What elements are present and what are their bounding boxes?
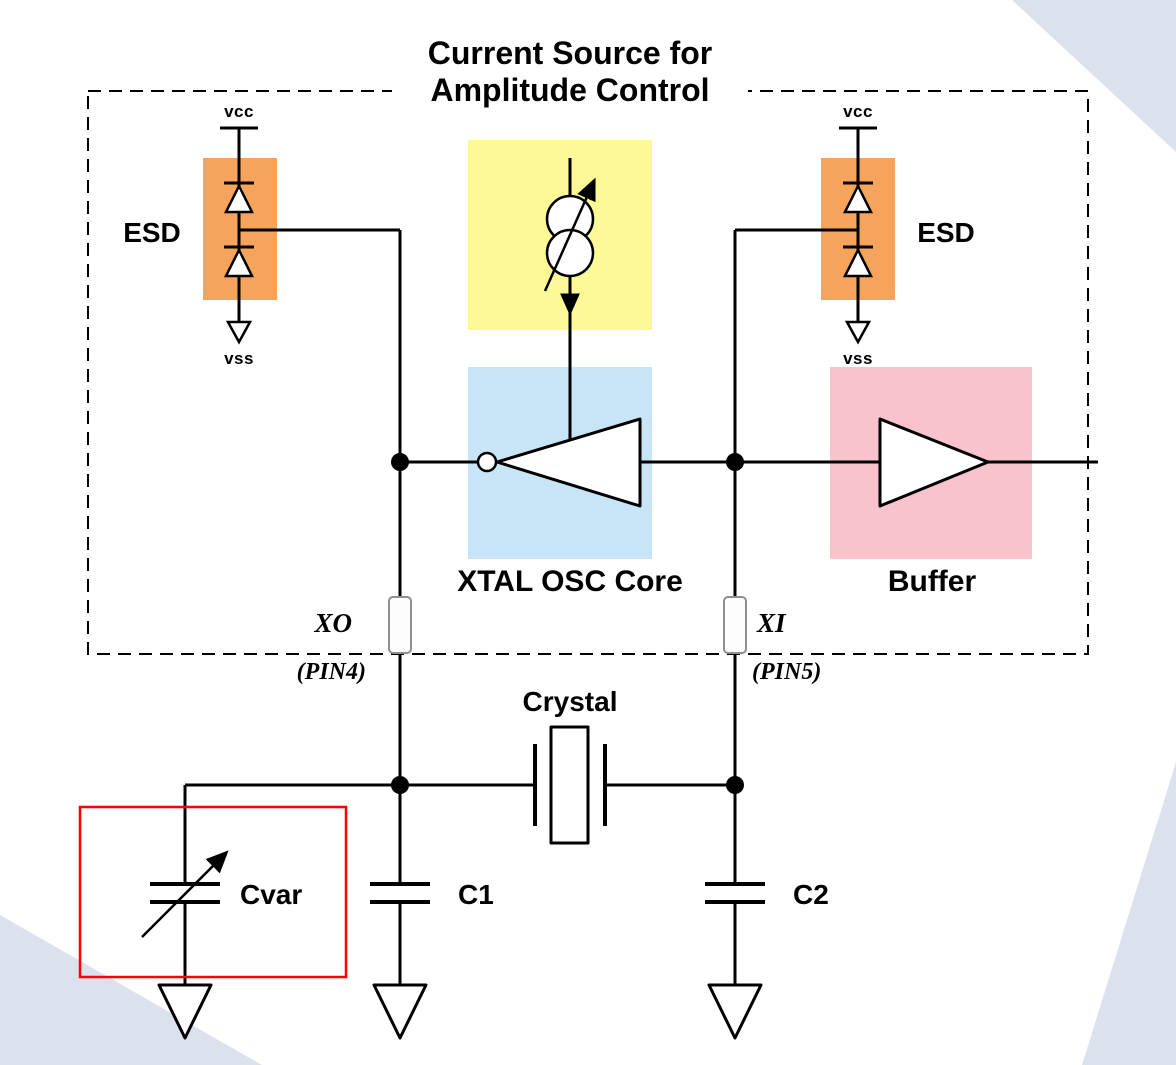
- node-dot: [726, 453, 744, 471]
- current-source-circle: [545, 228, 595, 278]
- inverter-triangle: [495, 417, 642, 508]
- vss-left-label: vss: [224, 349, 254, 368]
- diode-icon: [842, 247, 874, 278]
- varactor-cvar-icon: [141, 850, 229, 938]
- buffer-label: Buffer: [888, 565, 977, 598]
- current-source-icon: [543, 177, 596, 316]
- pin-xo: [388, 596, 412, 654]
- cvar-label: Cvar: [240, 879, 302, 910]
- c1-label: C1: [458, 879, 494, 910]
- pin-xi: [723, 596, 747, 654]
- crystal-label: Crystal: [523, 686, 618, 717]
- vss-right-label: vss: [843, 349, 873, 368]
- capacitor-c2-icon: [705, 882, 765, 904]
- pin-xo-number: (PIN4): [297, 659, 366, 685]
- diagram-title-line1: Current Source for: [428, 35, 712, 71]
- diagram-title-line2: Amplitude Control: [430, 72, 709, 108]
- watermark-triangle-top-right: [1012, 0, 1176, 152]
- c2-label: C2: [793, 879, 829, 910]
- ground-icon: [372, 983, 428, 1040]
- vss-arrow-icon: [844, 320, 872, 345]
- vcc-left-label: vcc: [224, 102, 254, 121]
- esd-right-label: ESD: [917, 217, 975, 248]
- title-backing: [392, 34, 748, 110]
- diode-icon: [842, 183, 874, 214]
- chip-boundary-dashed-box: [87, 90, 1089, 655]
- capacitor-c1-icon: [370, 882, 430, 904]
- vcc-right-label: vcc: [843, 102, 873, 121]
- osc-core-label: XTAL OSC Core: [457, 565, 683, 598]
- crystal-icon: [533, 725, 607, 845]
- watermark-triangle-bottom-left: [0, 915, 262, 1065]
- watermark-triangle-bottom-right: [1082, 762, 1176, 1065]
- ground-icon: [157, 983, 213, 1040]
- esd-left-label: ESD: [123, 217, 181, 248]
- pin-xi-name: XI: [756, 608, 787, 638]
- diode-icon: [223, 183, 255, 214]
- pin-xi-number: (PIN5): [752, 659, 821, 685]
- buffer-amp-icon: [878, 417, 990, 508]
- node-dot: [726, 776, 744, 794]
- variable-adjust-arrow: [543, 177, 596, 292]
- diode-icon: [223, 247, 255, 278]
- inverter-icon: [476, 417, 642, 508]
- cvar-callout-box: [78, 805, 348, 979]
- ground-icon: [707, 983, 763, 1040]
- pin-xo-name: XO: [313, 608, 352, 638]
- vss-arrow-icon: [225, 320, 253, 345]
- crystal-body: [549, 725, 590, 845]
- inverter-bubble: [476, 451, 498, 473]
- variable-adjust-arrow: [141, 850, 229, 938]
- node-dot: [391, 453, 409, 471]
- node-dot: [391, 776, 409, 794]
- esd-left-diode-stack: [223, 181, 255, 345]
- esd-right-diode-stack: [842, 181, 874, 345]
